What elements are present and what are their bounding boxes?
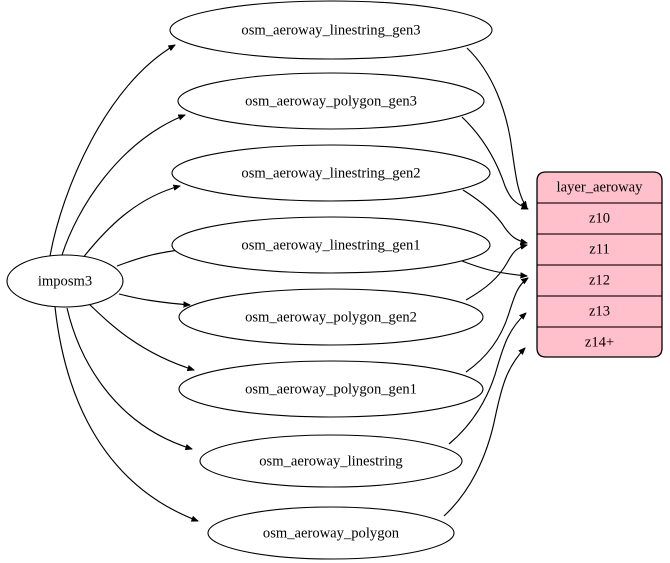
edge-imposm3-to-linestring-gen2 [81, 186, 180, 260]
osm-aeroway-linestring-gen1-label: osm_aeroway_linestring_gen1 [241, 237, 420, 253]
edge-linestring-gen1-to-z12 [461, 260, 527, 276]
edge-polygon-to-z14plus [443, 348, 525, 517]
node-osm-aeroway-polygon-gen1[interactable]: osm_aeroway_polygon_gen1 [178, 360, 484, 418]
node-osm-aeroway-polygon[interactable]: osm_aeroway_polygon [207, 506, 455, 560]
osm-aeroway-linestring-label: osm_aeroway_linestring [259, 453, 403, 469]
node-osm-aeroway-linestring-gen3[interactable]: osm_aeroway_linestring_gen3 [169, 0, 493, 60]
layer-aeroway-row-z10[interactable]: z10 [589, 210, 610, 226]
node-osm-aeroway-linestring-gen2[interactable]: osm_aeroway_linestring_gen2 [171, 144, 491, 202]
layer-aeroway-row-z12[interactable]: z12 [589, 272, 610, 288]
layer-aeroway-row-z11[interactable]: z11 [589, 241, 610, 257]
osm-aeroway-linestring-gen2-label: osm_aeroway_linestring_gen2 [241, 165, 420, 181]
edge-imposm3-to-polygon [54, 306, 198, 521]
edges-source-to-tables [49, 45, 198, 521]
edge-imposm3-to-polygon-gen2 [118, 293, 190, 305]
osm-aeroway-polygon-gen2-ellipse[interactable] [178, 288, 484, 346]
osm-aeroway-linestring-gen3-label: osm_aeroway_linestring_gen3 [241, 22, 420, 38]
osm-aeroway-polygon-gen3-label: osm_aeroway_polygon_gen3 [245, 93, 417, 109]
edge-imposm3-to-linestring [66, 307, 192, 449]
osm-aeroway-linestring-gen2-ellipse[interactable] [171, 144, 491, 202]
node-layer-aeroway-table[interactable]: layer_aeroway z10 z11 z12 z13 z14+ [536, 171, 663, 358]
edges-tables-to-layer [443, 47, 528, 517]
edge-linestring-gen2-to-z11 [462, 189, 527, 243]
layer-aeroway-row-z14plus[interactable]: z14+ [585, 334, 614, 350]
edge-imposm3-to-polygon-gen1 [87, 302, 194, 370]
edge-polygon-gen3-to-z10 [461, 116, 528, 210]
node-osm-aeroway-linestring[interactable]: osm_aeroway_linestring [199, 434, 463, 488]
layer-aeroway-row-z13[interactable]: z13 [589, 303, 610, 319]
node-osm-aeroway-polygon-gen3[interactable]: osm_aeroway_polygon_gen3 [177, 72, 485, 130]
edge-imposm3-to-linestring-gen3 [49, 45, 175, 257]
edge-polygon-gen1-to-z12 [465, 278, 528, 373]
edge-linestring-gen3-to-z10 [466, 47, 527, 208]
osm-aeroway-polygon-label: osm_aeroway_polygon [263, 525, 400, 541]
node-osm-aeroway-linestring-gen1[interactable]: osm_aeroway_linestring_gen1 [171, 216, 491, 274]
osm-aeroway-polygon-ellipse[interactable] [207, 506, 455, 560]
osm-aeroway-linestring-gen3-ellipse[interactable] [169, 0, 493, 60]
edge-polygon-gen2-to-z11 [465, 245, 527, 301]
edge-linestring-to-z13 [448, 313, 526, 445]
edge-imposm3-to-polygon-gen3 [61, 114, 185, 256]
osm-aeroway-polygon-gen3-ellipse[interactable] [177, 72, 485, 130]
node-imposm3[interactable]: imposm3 [6, 254, 124, 308]
imposm3-label: imposm3 [38, 273, 92, 289]
osm-aeroway-polygon-gen2-label: osm_aeroway_polygon_gen2 [245, 309, 417, 325]
osm-aeroway-polygon-gen1-label: osm_aeroway_polygon_gen1 [245, 381, 417, 397]
osm-aeroway-linestring-gen1-ellipse[interactable] [171, 216, 491, 274]
layer-aeroway-outline [536, 171, 663, 358]
imposm3-ellipse[interactable] [6, 254, 124, 308]
osm-aeroway-linestring-ellipse[interactable] [199, 434, 463, 488]
layer-aeroway-header-label: layer_aeroway [557, 179, 644, 195]
osm-aeroway-polygon-gen1-ellipse[interactable] [178, 360, 484, 418]
node-osm-aeroway-polygon-gen2[interactable]: osm_aeroway_polygon_gen2 [178, 288, 484, 346]
